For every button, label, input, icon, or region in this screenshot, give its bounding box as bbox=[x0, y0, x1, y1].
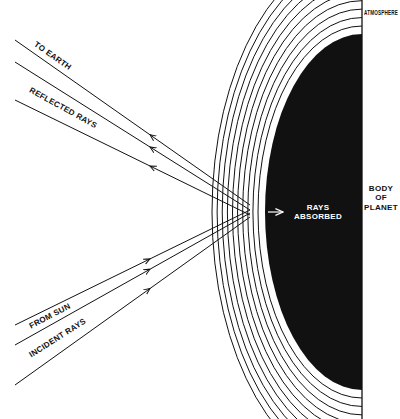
atmosphere-layer bbox=[253, 18, 362, 407]
reflected-ray bbox=[15, 62, 250, 210]
atmosphere-layer bbox=[238, 0, 362, 419]
reflected-ray bbox=[15, 40, 250, 205]
atmosphere-layer bbox=[227, 0, 362, 419]
ray-lines bbox=[15, 40, 250, 385]
planet-section-edge bbox=[361, 0, 362, 419]
region-label: BODY OF PLANET bbox=[364, 184, 398, 212]
incident-ray bbox=[15, 213, 250, 345]
absorbed-arrow bbox=[268, 211, 283, 212]
region-label: ATMOSPHERE bbox=[364, 8, 398, 17]
atmosphere-layer bbox=[248, 9, 362, 415]
reflected-ray bbox=[15, 100, 250, 215]
atmosphere-layer bbox=[232, 0, 362, 419]
atmosphere-layers bbox=[212, 0, 362, 419]
incident-ray bbox=[15, 217, 250, 385]
atmosphere-layer bbox=[258, 26, 362, 398]
atmosphere-layer bbox=[212, 0, 362, 419]
atmosphere-layer bbox=[243, 1, 362, 419]
absorbed-label: RAYS ABSORBED bbox=[287, 203, 349, 221]
planet-body bbox=[265, 34, 362, 390]
incident-ray bbox=[15, 210, 250, 325]
